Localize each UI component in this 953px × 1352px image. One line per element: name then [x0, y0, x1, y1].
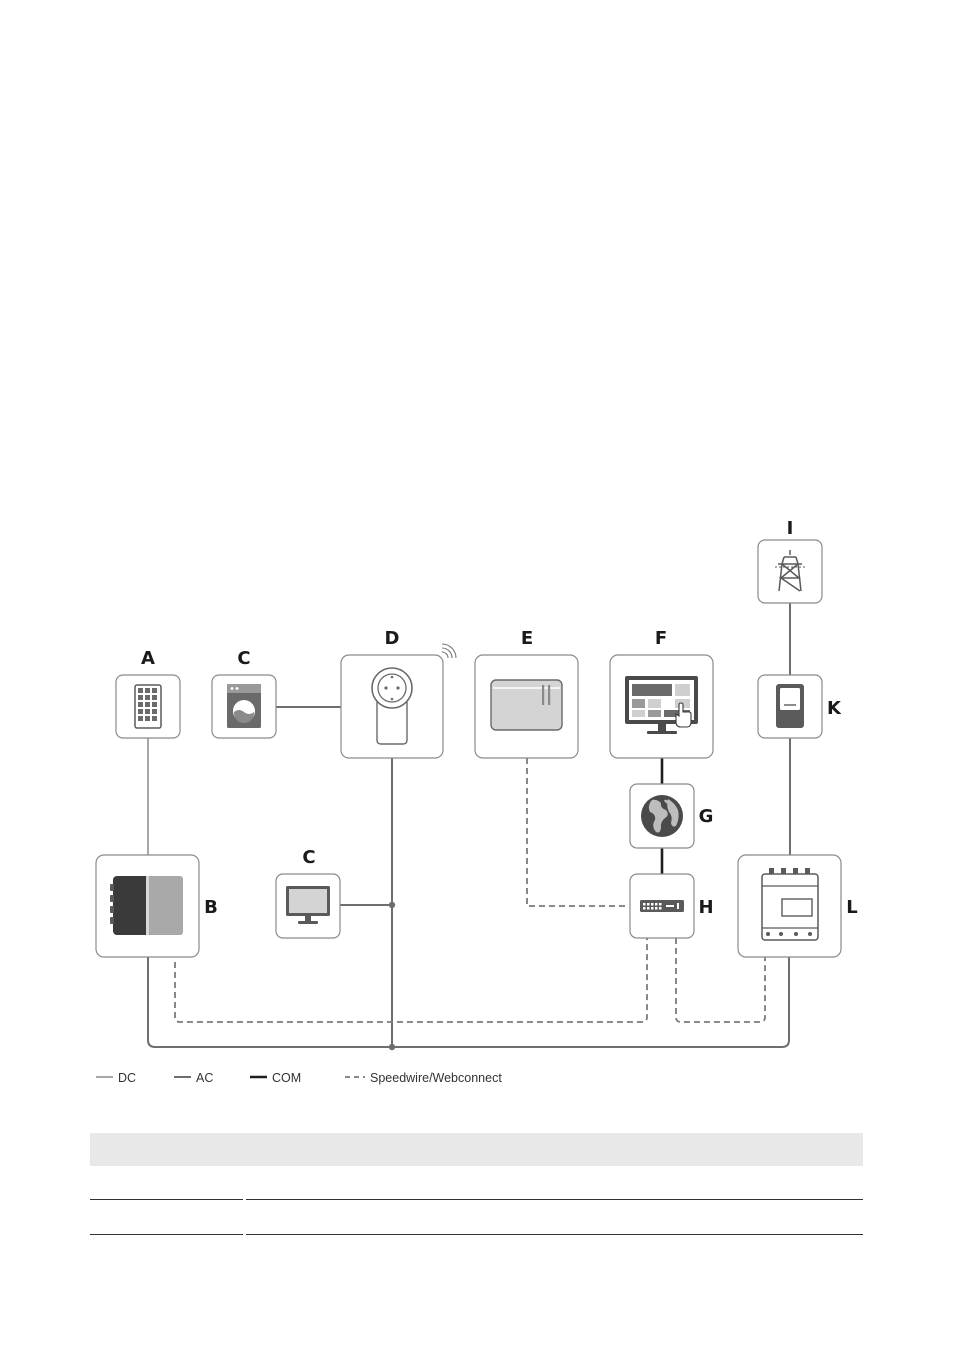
globe-icon — [641, 795, 683, 837]
node-k — [757, 674, 823, 739]
node-c-monitor — [275, 873, 341, 939]
node-i — [757, 539, 823, 604]
node-a-label: A — [141, 648, 155, 669]
node-c1-label: C — [237, 648, 250, 669]
node-e-label: E — [521, 628, 533, 649]
power-grid-icon — [775, 550, 805, 592]
legend-com-label: COM — [272, 1071, 301, 1085]
washing-machine-icon — [227, 684, 261, 728]
node-i-label: I — [787, 518, 794, 539]
pv-module-icon — [134, 684, 162, 729]
node-k-label: K — [827, 698, 842, 719]
table-rule-1a — [90, 1199, 243, 1200]
node-c2-label: C — [302, 847, 315, 868]
ac-junction-bus — [388, 1043, 396, 1051]
node-f — [609, 654, 714, 759]
table-rule-1b — [246, 1199, 863, 1200]
legend-dc-label: DC — [118, 1071, 136, 1085]
table-header — [90, 1133, 863, 1166]
router-icon — [640, 900, 684, 912]
table-rule-2b — [246, 1234, 863, 1235]
inverter-icon — [110, 876, 183, 935]
node-g — [629, 783, 695, 849]
monitor-icon — [286, 886, 330, 924]
legend: DC AC COM Speedwire/Webconnect — [96, 1071, 502, 1085]
speedwire-line-e-h — [526, 758, 629, 907]
distribution-board-icon — [761, 868, 819, 941]
node-d-label: D — [385, 628, 400, 649]
wifi-icon — [441, 643, 457, 659]
node-g-label: G — [699, 806, 714, 827]
legend-ac-label: AC — [196, 1071, 213, 1085]
node-l — [737, 854, 842, 958]
ac-junction-c2 — [388, 901, 396, 909]
node-e — [474, 654, 579, 759]
meter-icon — [776, 684, 804, 728]
node-b-label: B — [204, 897, 218, 918]
node-h — [629, 873, 695, 939]
speedwire-line-b-h — [174, 938, 648, 1023]
portal-screen-icon — [625, 676, 698, 734]
node-d — [340, 643, 457, 759]
ac-bus-b-l — [147, 957, 790, 1048]
node-a — [115, 674, 181, 739]
node-h-label: H — [698, 897, 713, 918]
node-b — [95, 854, 200, 958]
smart-plug-icon — [371, 667, 413, 745]
energy-manager-icon — [490, 679, 563, 731]
speedwire-line-h-l — [675, 938, 766, 1023]
table-rule-2a — [90, 1234, 243, 1235]
legend-speedwire-label: Speedwire/Webconnect — [370, 1071, 502, 1085]
node-c-appliance — [211, 674, 277, 739]
node-f-label: F — [655, 628, 667, 649]
node-l-label: L — [846, 897, 857, 918]
